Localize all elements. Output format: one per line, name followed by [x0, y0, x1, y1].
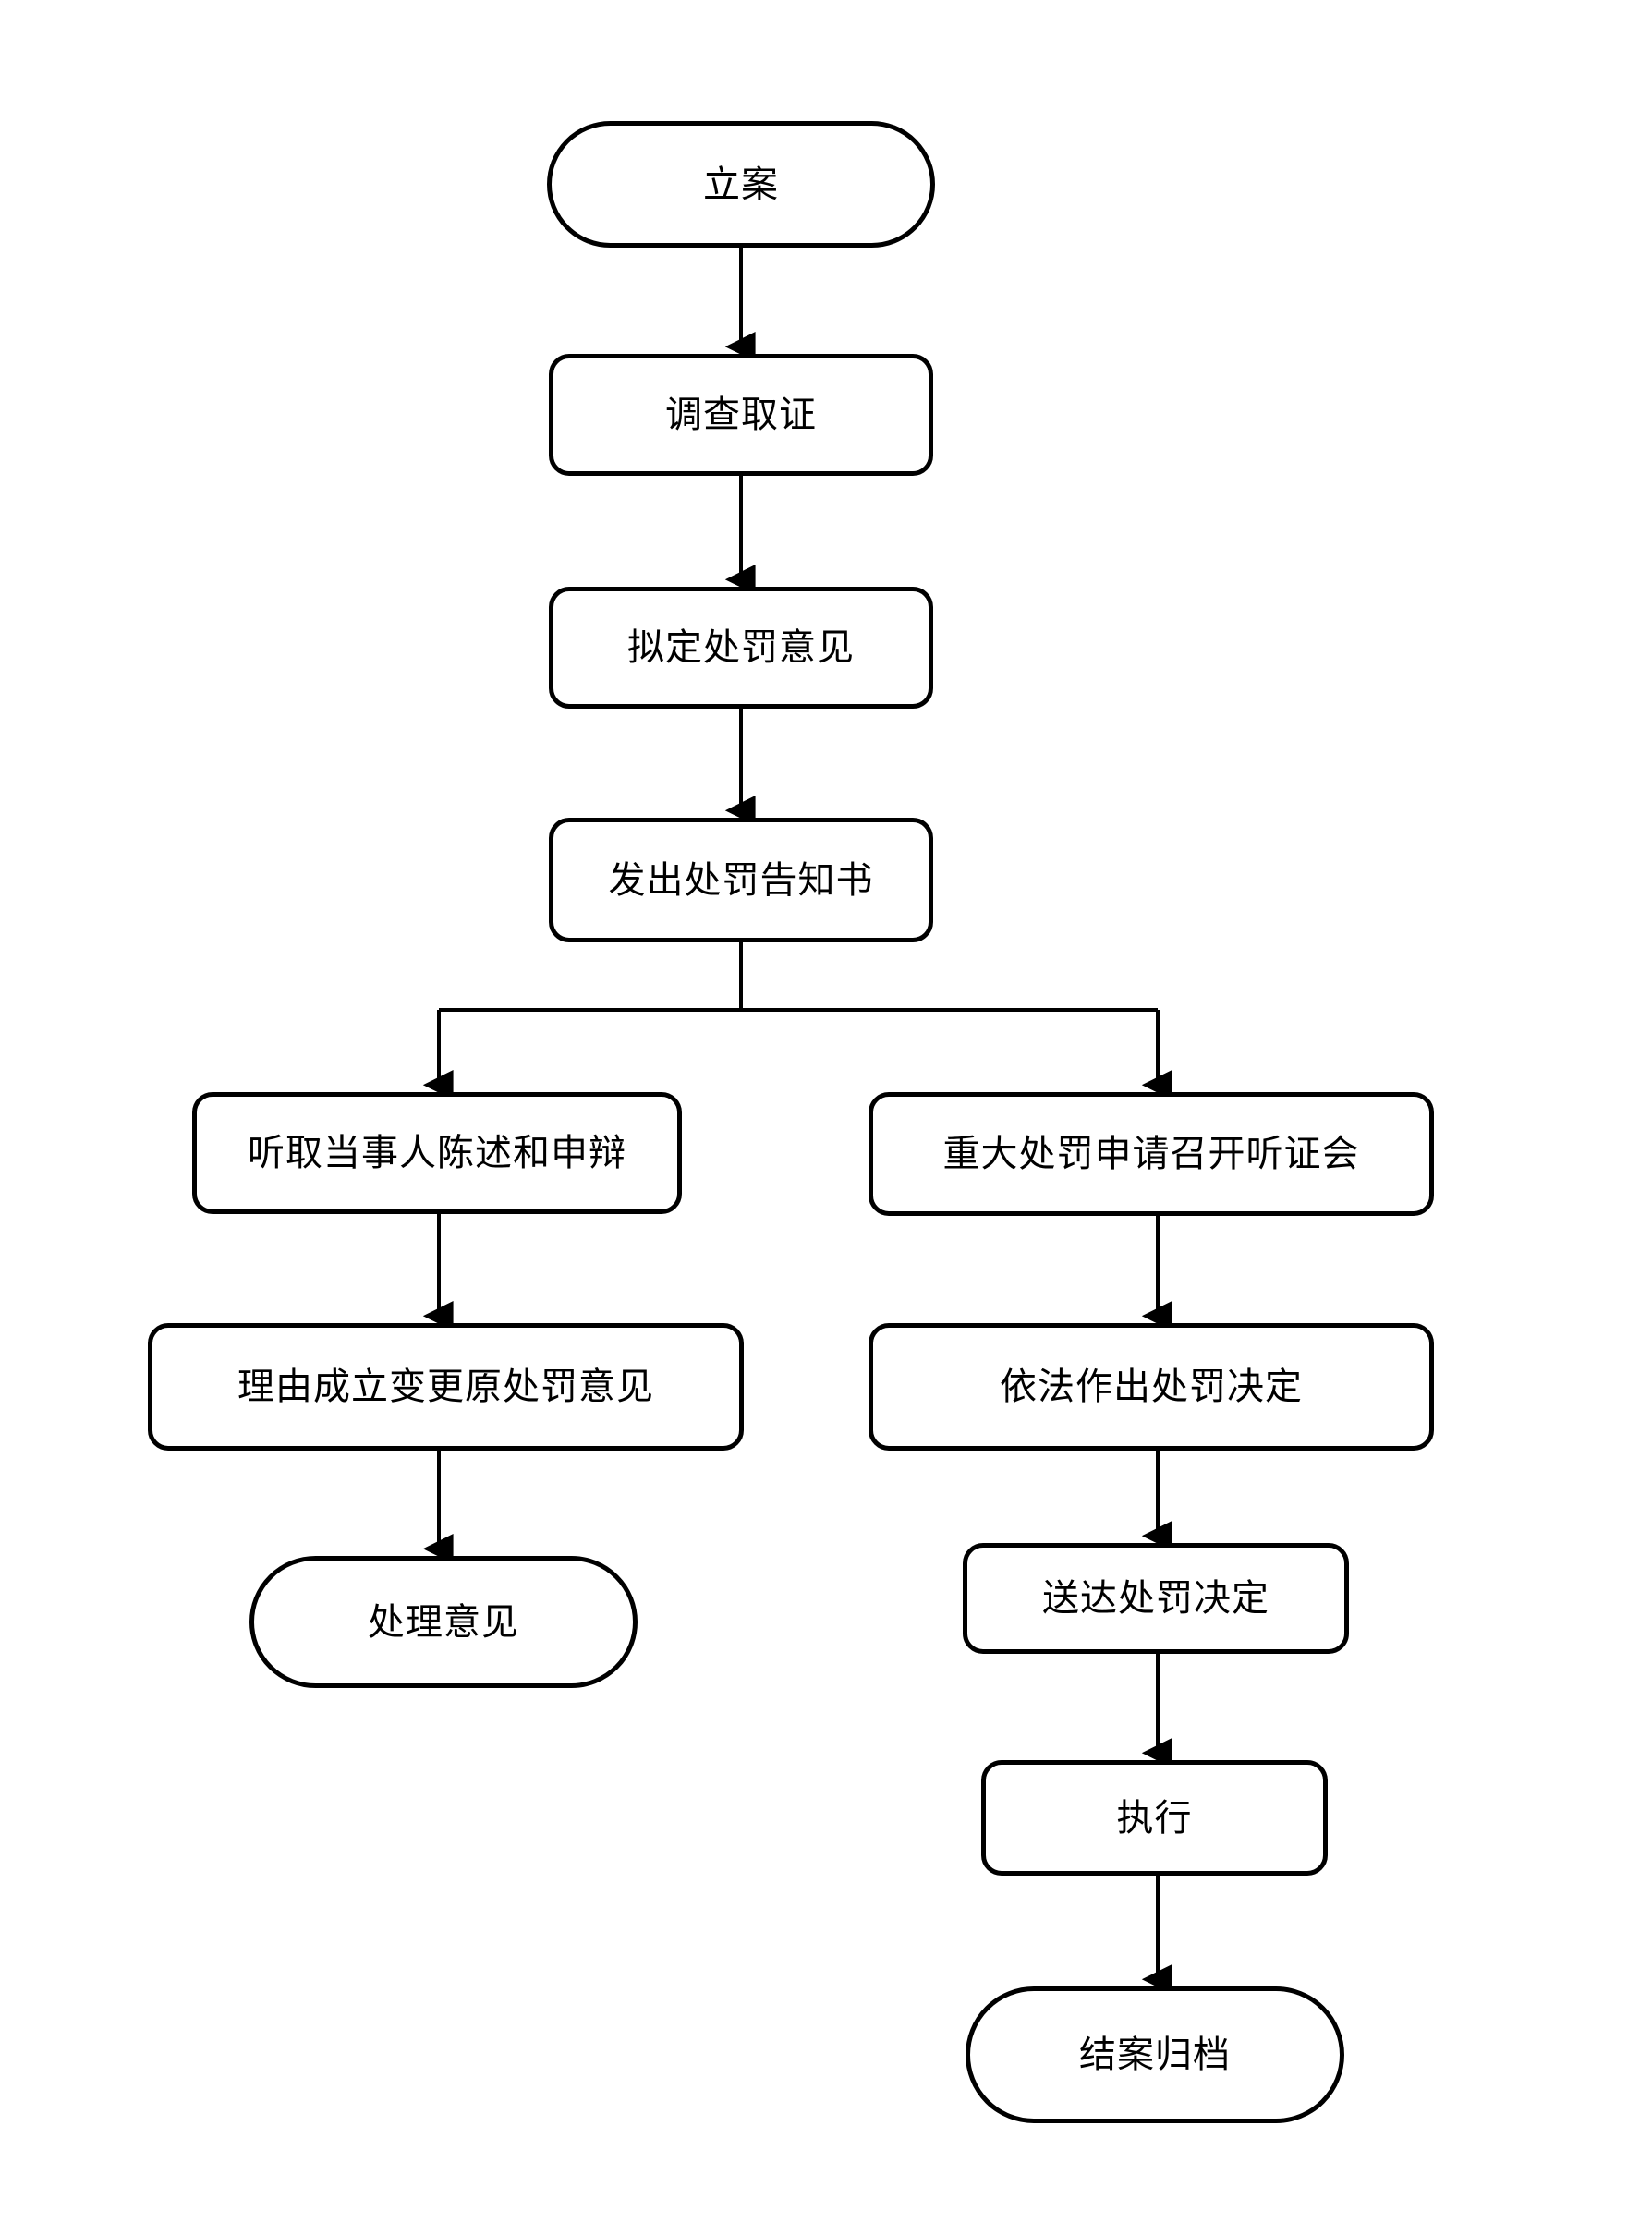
flow-node-issue-penalty-notice[interactable]: 发出处罚告知书 [549, 818, 933, 942]
flow-node-label: 发出处罚告知书 [608, 858, 874, 902]
flow-node-label: 立案 [703, 163, 779, 206]
flow-node-close-and-archive[interactable]: 结案归档 [966, 1986, 1344, 2123]
flow-node-label: 结案归档 [1079, 2034, 1231, 2076]
flow-node-label: 送达处罚决定 [1042, 1577, 1269, 1620]
flow-node-hear-statement-defense[interactable]: 听取当事人陈述和申辩 [192, 1092, 682, 1214]
flow-node-modify-penalty-opinion[interactable]: 理由成立变更原处罚意见 [148, 1323, 744, 1451]
flow-node-label: 重大处罚申请召开听证会 [942, 1133, 1360, 1175]
flow-node-label: 拟定处罚意见 [627, 626, 855, 669]
flow-node-label: 听取当事人陈述和申辩 [248, 1132, 626, 1174]
flow-node-investigation[interactable]: 调查取证 [549, 354, 933, 476]
flow-node-start-case-filing[interactable]: 立案 [547, 121, 935, 248]
flow-node-label: 调查取证 [665, 394, 817, 436]
flow-node-label: 依法作出处罚决定 [1000, 1366, 1303, 1408]
flow-node-handling-opinion[interactable]: 处理意见 [249, 1556, 638, 1688]
flow-node-label: 处理意见 [368, 1600, 519, 1644]
flow-node-major-penalty-hearing[interactable]: 重大处罚申请召开听证会 [869, 1092, 1434, 1216]
flow-node-label: 理由成立变更原处罚意见 [237, 1366, 654, 1408]
flow-node-execute[interactable]: 执行 [981, 1760, 1328, 1876]
flow-node-draft-penalty-opinion[interactable]: 拟定处罚意见 [549, 587, 933, 709]
flow-node-serve-penalty-decision[interactable]: 送达处罚决定 [963, 1543, 1349, 1654]
flow-node-label: 执行 [1116, 1796, 1193, 1840]
flow-node-make-penalty-decision[interactable]: 依法作出处罚决定 [869, 1323, 1434, 1451]
